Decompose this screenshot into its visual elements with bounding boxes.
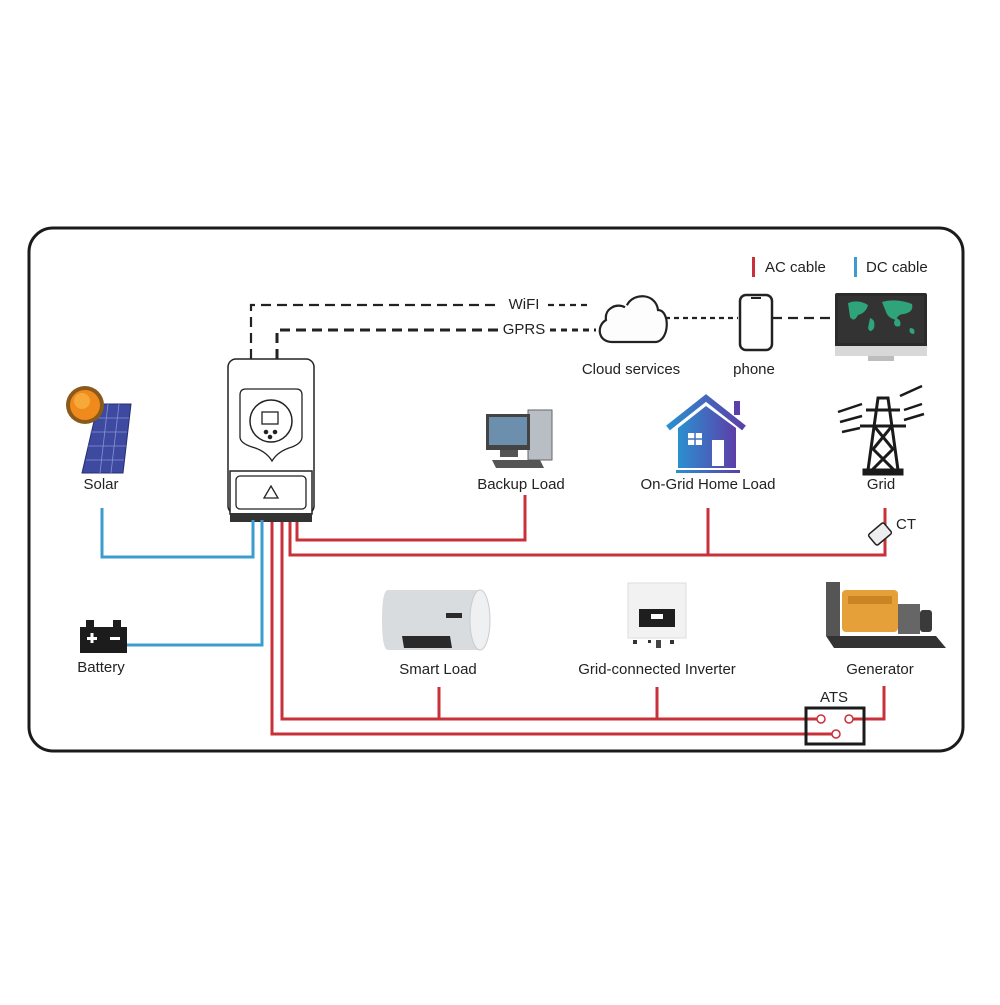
power-tower-icon	[837, 384, 925, 476]
ats-ac-cable-a	[280, 522, 820, 721]
ct-clamp-icon	[867, 522, 893, 546]
string-inverter-icon	[627, 582, 687, 648]
diagram-frame	[27, 226, 965, 753]
phone-label: phone	[733, 361, 775, 378]
wifi-link	[249, 303, 500, 359]
battery-label: Battery	[77, 659, 125, 676]
battery-icon	[80, 620, 127, 653]
cloud-icon	[598, 295, 668, 344]
generator-label: Generator	[846, 661, 914, 678]
legend-dc-label: DC cable	[866, 259, 928, 276]
wifi-label: WiFI	[508, 296, 540, 313]
dc-cables	[100, 508, 264, 647]
desktop-computer-icon	[486, 409, 553, 468]
legend-dc-swatch	[854, 257, 857, 277]
backup-load-ac-cable	[295, 495, 527, 542]
ct-label: CT	[896, 516, 916, 533]
solar-dc-cable	[100, 508, 255, 559]
grid-inverter-label: Grid-connected Inverter	[578, 661, 736, 678]
smart-load-label: Smart Load	[399, 661, 477, 678]
comm-links	[249, 303, 835, 359]
gprs-label: GPRS	[502, 321, 546, 338]
legend-ac-swatch	[752, 257, 755, 277]
legend-ac-label: AC cable	[765, 259, 826, 276]
grid-ac-cable	[288, 508, 887, 557]
ats-label: ATS	[819, 689, 849, 706]
house-icon	[666, 394, 746, 473]
home-load-label: On-Grid Home Load	[640, 476, 776, 493]
cloud-services-label: Cloud services	[581, 361, 681, 378]
generator-ac-cable	[850, 686, 886, 721]
grid-label: Grid	[866, 476, 896, 493]
battery-dc-cable	[127, 520, 264, 647]
backup-load-label: Backup Load	[477, 476, 565, 493]
phone-icon	[738, 293, 774, 352]
gprs-link	[275, 328, 500, 359]
hybrid-inverter-icon	[227, 358, 315, 522]
ats-ac-cable-b	[270, 522, 835, 736]
solar-panel-icon	[66, 386, 132, 474]
world-map-monitor-icon	[835, 293, 927, 361]
generator-icon	[826, 582, 946, 648]
ac-cables	[270, 495, 887, 736]
solar-label: Solar	[83, 476, 119, 493]
water-heater-icon	[382, 589, 491, 651]
ats-switch-icon	[804, 706, 866, 746]
